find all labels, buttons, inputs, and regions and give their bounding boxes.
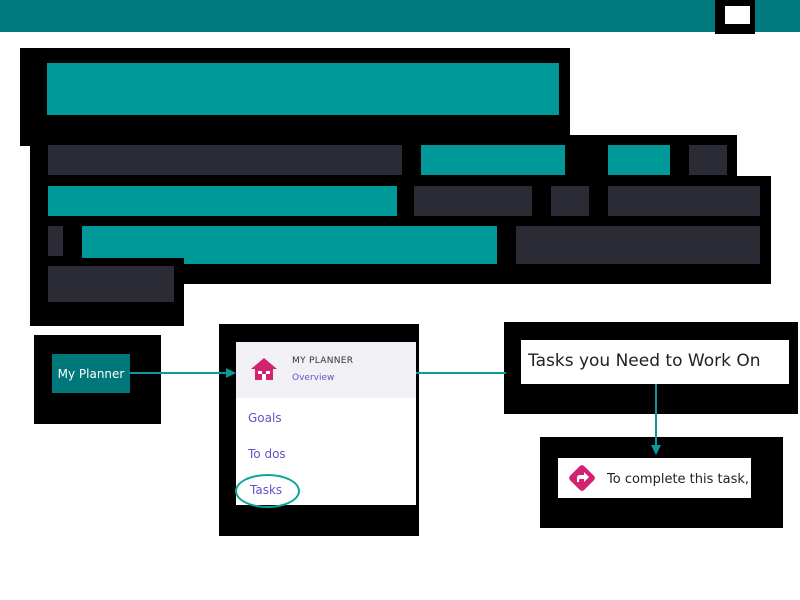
menu-item-goals[interactable]: Goals xyxy=(248,411,282,425)
redacted-link xyxy=(48,186,397,216)
callout-title-box xyxy=(521,340,789,384)
top-header-bar xyxy=(0,0,800,32)
redacted-title xyxy=(47,63,559,115)
my-planner-button[interactable]: My Planner xyxy=(52,354,130,393)
redacted-text xyxy=(551,186,589,216)
callout-title-text: Tasks you Need to Work On xyxy=(528,351,761,371)
redacted-text xyxy=(608,186,760,216)
menu-panel-title: MY PLANNER xyxy=(292,356,354,366)
my-planner-button-label: My Planner xyxy=(57,366,125,381)
menu-panel-subtitle[interactable]: Overview xyxy=(292,373,335,383)
home-icon xyxy=(250,356,278,382)
instruction-text: To complete this task, xyxy=(607,472,750,487)
redacted-text xyxy=(414,186,532,216)
redacted-link xyxy=(608,145,670,175)
share-arrow-icon xyxy=(566,462,598,494)
redacted-text xyxy=(48,226,63,256)
redacted-link xyxy=(82,226,497,264)
redacted-text xyxy=(48,145,402,175)
redacted-text xyxy=(689,145,727,175)
redacted-link xyxy=(421,145,565,175)
header-box-inner xyxy=(725,6,750,24)
redacted-text xyxy=(516,226,760,264)
arrow-callout-to-instruction xyxy=(651,384,661,455)
redacted-text xyxy=(48,266,174,302)
tasks-highlight-circle xyxy=(235,474,300,508)
menu-item-todos[interactable]: To dos xyxy=(248,447,286,461)
arrow-planner-to-menu xyxy=(130,368,236,378)
